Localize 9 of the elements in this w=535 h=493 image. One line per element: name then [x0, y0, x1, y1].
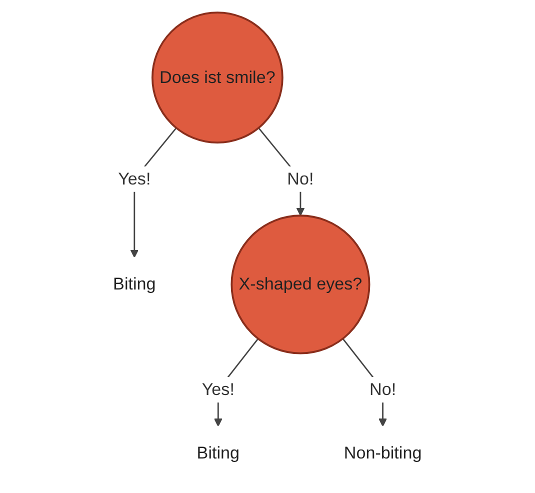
node-text: Non-biting [344, 443, 422, 462]
node-text: Biting [113, 274, 156, 294]
node-circle: X-shaped eyes? [230, 214, 370, 354]
edge-label: No! [287, 169, 314, 188]
node-circle: Does ist smile? [152, 12, 284, 144]
edge-label: Yes! [202, 380, 235, 399]
edge-label: No! [370, 380, 396, 399]
node-text: Biting [196, 443, 240, 462]
edge-label: Yes! [118, 169, 151, 188]
